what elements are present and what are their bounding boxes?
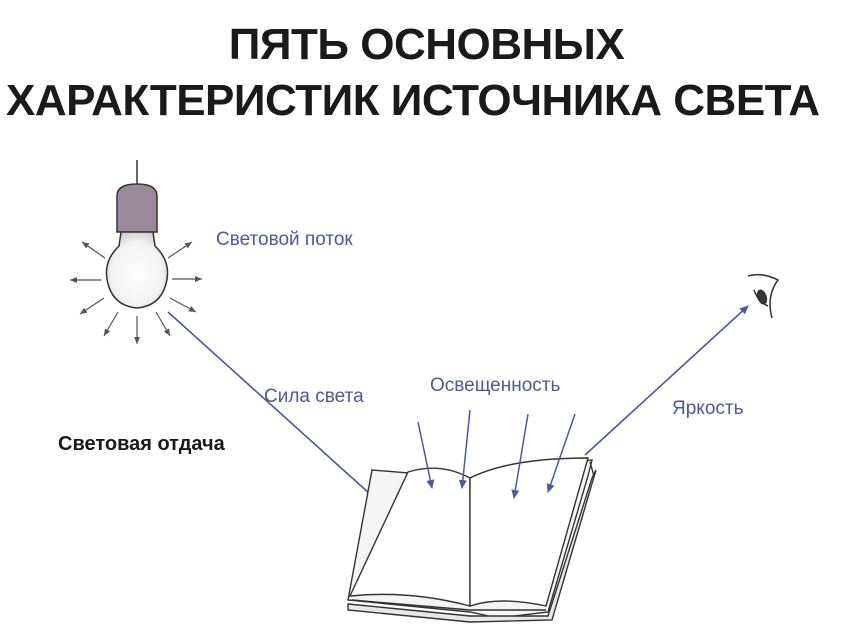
luminance-arrow — [584, 305, 749, 456]
luminous-flux-label: Световой поток — [216, 229, 353, 250]
ray — [169, 297, 197, 313]
ray — [79, 297, 105, 315]
light-bulb-icon — [105, 160, 169, 309]
illuminance-arrow — [546, 413, 576, 493]
illuminance-arrow — [458, 409, 471, 489]
eye-icon — [747, 273, 780, 319]
intensity-arrow — [167, 311, 381, 504]
ray — [81, 241, 106, 259]
illuminance-arrow — [511, 413, 529, 499]
luminance-label: Яркость — [672, 398, 744, 419]
illuminance-arrow — [417, 421, 435, 489]
bulb-rays — [70, 241, 202, 344]
illuminance-arrows — [417, 409, 576, 499]
title-line-2: ХАРАКТЕРИСТИК ИСТОЧНИКА СВЕТА — [6, 76, 820, 125]
ray — [155, 311, 171, 337]
illuminance-label: Освещенность — [430, 375, 561, 396]
open-book-icon — [347, 457, 597, 623]
luminous-intensity-label: Сила света — [264, 386, 364, 407]
ray — [103, 311, 119, 337]
luminous-efficacy-label: Световая отдача — [58, 433, 225, 455]
title-line-1: ПЯТЬ ОСНОВНЫХ — [228, 20, 625, 69]
ray — [167, 241, 193, 259]
